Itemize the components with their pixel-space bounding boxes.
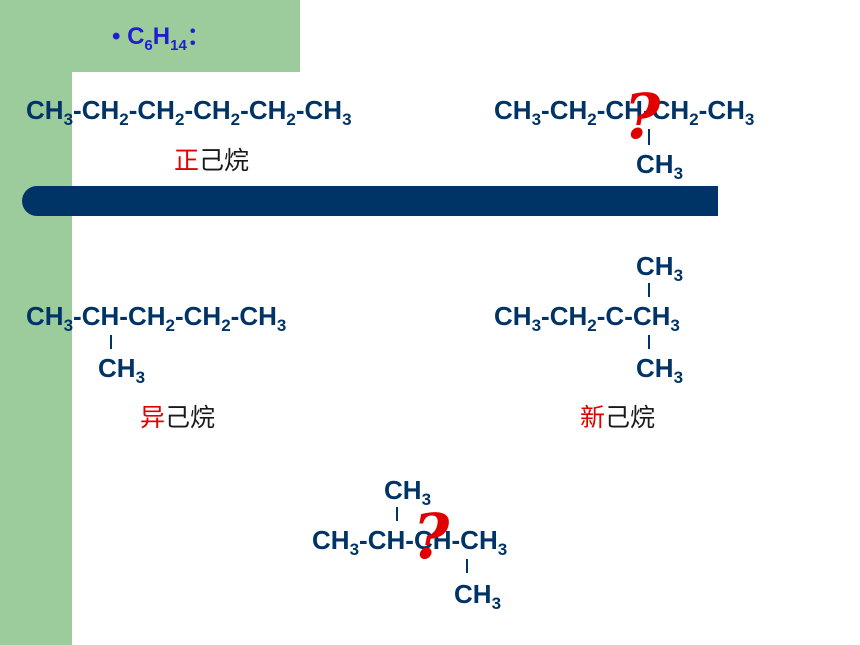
bond-line bbox=[648, 129, 650, 145]
n-hexane-chain: CH3-CH2-CH2-CH2-CH2-CH3 bbox=[26, 95, 352, 129]
methyl-branch-bottom: CH3 bbox=[454, 579, 502, 613]
navy-divider-bar bbox=[22, 186, 718, 216]
formula-title: • C6H14： bbox=[112, 23, 211, 54]
methyl-branch-top: CH3 bbox=[384, 475, 432, 509]
top-green-block bbox=[0, 0, 300, 72]
bond-line bbox=[648, 335, 650, 349]
neohexane-chain: CH3-CH2-C-CH3 bbox=[494, 301, 680, 335]
methyl-branch-top: CH3 bbox=[636, 251, 684, 285]
methylpentane-3-chain: CH3-CH2-CH-CH2-CH3 bbox=[494, 95, 755, 129]
dimethylbutane-chain: CH3-CH-CH-CH3 bbox=[312, 525, 508, 559]
neohexane-name: 新己烷 bbox=[580, 403, 656, 432]
bond-line bbox=[466, 559, 468, 573]
isohexane-name: 异己烷 bbox=[140, 403, 216, 432]
question-mark: ? bbox=[624, 80, 661, 153]
methyl-branch: CH3 bbox=[636, 149, 684, 183]
bond-line bbox=[648, 283, 650, 297]
methyl-branch-bottom: CH3 bbox=[636, 353, 684, 387]
left-green-bar bbox=[0, 0, 72, 645]
question-mark: ? bbox=[413, 500, 450, 573]
bond-line bbox=[110, 335, 112, 349]
n-hexane-name: 正己烷 bbox=[174, 146, 250, 175]
bond-line bbox=[396, 507, 398, 521]
rounded-corner bbox=[72, 72, 300, 272]
methyl-branch: CH3 bbox=[98, 353, 146, 387]
isohexane-chain: CH3-CH-CH2-CH2-CH3 bbox=[26, 301, 287, 335]
